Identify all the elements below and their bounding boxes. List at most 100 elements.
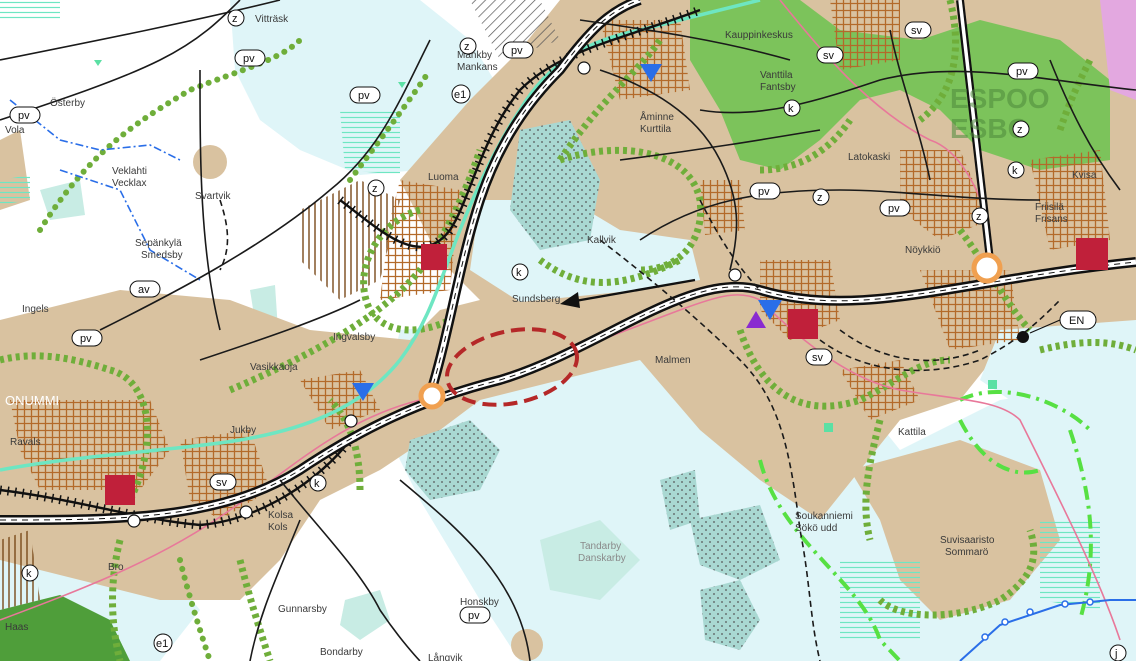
- station-ring-1: [418, 382, 446, 410]
- svg-text:pv: pv: [358, 90, 370, 102]
- place-vasikkaoja: Vasikkaoja: [250, 362, 298, 373]
- station-markers: [127, 61, 1061, 528]
- svg-text:pv: pv: [511, 45, 523, 57]
- svg-text:pv: pv: [468, 610, 480, 622]
- green-boundary: [758, 390, 1093, 661]
- badge-z-2: z: [459, 37, 477, 55]
- svg-text:k: k: [26, 568, 32, 580]
- badge-sv-4: sv: [816, 46, 844, 64]
- junction-1: [577, 61, 591, 75]
- badge-z-5: z: [1012, 120, 1030, 138]
- badge-pv-3: pv: [9, 106, 41, 124]
- svg-text:k: k: [314, 478, 320, 490]
- badge-pv-7: pv: [879, 199, 911, 217]
- badge-z-4: z: [812, 188, 830, 206]
- badge-sv-3: sv: [904, 21, 932, 39]
- blue-triangle-3: [758, 300, 782, 320]
- svg-text:pv: pv: [80, 333, 92, 345]
- badge-pv-1: pv: [234, 49, 266, 67]
- svg-text:e1: e1: [156, 638, 168, 650]
- svg-text:pv: pv: [243, 53, 255, 65]
- blue-triangle-1: [640, 64, 662, 82]
- svg-text:sv: sv: [812, 352, 824, 364]
- place-mankby: Mankby: [457, 50, 492, 61]
- place-ingels: Ingels: [22, 304, 49, 315]
- place-svartvik: Svartvik: [195, 191, 232, 202]
- place-jukby: Jukby: [230, 425, 256, 436]
- place-kvisa: Kvisa: [1072, 170, 1097, 181]
- center-markers: [105, 238, 1108, 505]
- badge-k-3: k: [783, 99, 801, 117]
- badge-sv-1: sv: [209, 473, 237, 491]
- svg-text:sv: sv: [823, 50, 835, 62]
- svg-text:av: av: [138, 284, 150, 296]
- small-markers: [94, 60, 997, 432]
- junction-5: [127, 514, 141, 528]
- purple-triangle: [746, 311, 766, 328]
- svg-text:z: z: [464, 41, 470, 53]
- hatched-areas: [0, 0, 1136, 610]
- place-sepankyla: Sepänkylä: [135, 238, 182, 249]
- badge-pv-4: pv: [71, 329, 103, 347]
- black-dot: [1017, 331, 1029, 343]
- badge-e1-2: e1: [153, 633, 173, 653]
- svg-text:sv: sv: [911, 25, 923, 37]
- center-square-1: [421, 244, 447, 270]
- badge-en: EN: [1059, 310, 1097, 330]
- place-honskby: Honskby: [460, 597, 499, 608]
- place-noykkio: Nöykkiö: [905, 245, 941, 256]
- place-ingvalsby: Ingvalsby: [333, 332, 375, 343]
- svg-text:k: k: [788, 103, 794, 115]
- place-labels: Vitträsk Österby Vola Veklahti Vecklax S…: [5, 14, 1097, 661]
- direction-arrow: [560, 278, 696, 308]
- place-soukanniemi: Soukanniemi: [795, 511, 853, 522]
- badge-z-3: z: [367, 179, 385, 197]
- route-badges: pv pv pv pv pv pv pv pv pv av sv sv sv s…: [9, 9, 1127, 661]
- badge-sv-2: sv: [805, 348, 833, 366]
- junction-3: [344, 414, 358, 428]
- svg-text:pv: pv: [888, 203, 900, 215]
- badge-pv-2: pv: [349, 86, 381, 104]
- blue-triangle-2: [352, 383, 374, 401]
- station-ring-2: [971, 252, 1003, 284]
- blue-dashdot: [9, 99, 201, 281]
- place-malmen: Malmen: [655, 355, 691, 366]
- place-ravals: Ravals: [10, 437, 41, 448]
- badge-z-6: z: [971, 207, 989, 225]
- place-kurttila: Kurttila: [640, 124, 672, 135]
- green-circle-trails: [37, 37, 433, 661]
- triangle-markers: [352, 64, 782, 401]
- place-fantsby: Fantsby: [760, 82, 796, 93]
- place-soko-udd: Sökö udd: [795, 523, 837, 534]
- metro-line: [959, 598, 1136, 661]
- badge-pv-5: pv: [502, 41, 534, 59]
- badge-av: av: [129, 280, 161, 298]
- junction-4: [239, 505, 253, 519]
- svg-text:z: z: [232, 13, 238, 25]
- svg-text:z: z: [372, 183, 378, 195]
- highlight-ellipse: [445, 327, 579, 407]
- svg-text:pv: pv: [1016, 66, 1028, 78]
- svg-text:j: j: [1114, 648, 1117, 660]
- place-gunnarsby: Gunnarsby: [278, 604, 327, 615]
- green-areas: [0, 0, 1110, 661]
- place-kols: Kols: [268, 522, 287, 533]
- highways: [0, 0, 1136, 525]
- svg-text:z: z: [976, 211, 982, 223]
- place-sommaro: Sommarö: [945, 547, 989, 558]
- badge-pv-6: pv: [749, 182, 781, 200]
- svg-text:pv: pv: [18, 110, 30, 122]
- center-square-4: [1076, 238, 1108, 270]
- place-osterby: Österby: [50, 97, 85, 109]
- svg-text:z: z: [1017, 124, 1023, 136]
- place-veklahti: Veklahti: [112, 166, 147, 177]
- place-kallvik: Kallvik: [587, 235, 617, 246]
- badge-k-1: k: [511, 263, 529, 281]
- svg-text:k: k: [1012, 165, 1018, 177]
- badge-z-1: z: [227, 9, 245, 27]
- badge-pv-9: pv: [459, 606, 491, 624]
- badge-k-2: k: [309, 474, 327, 492]
- place-smedsby: Smedsby: [141, 250, 183, 261]
